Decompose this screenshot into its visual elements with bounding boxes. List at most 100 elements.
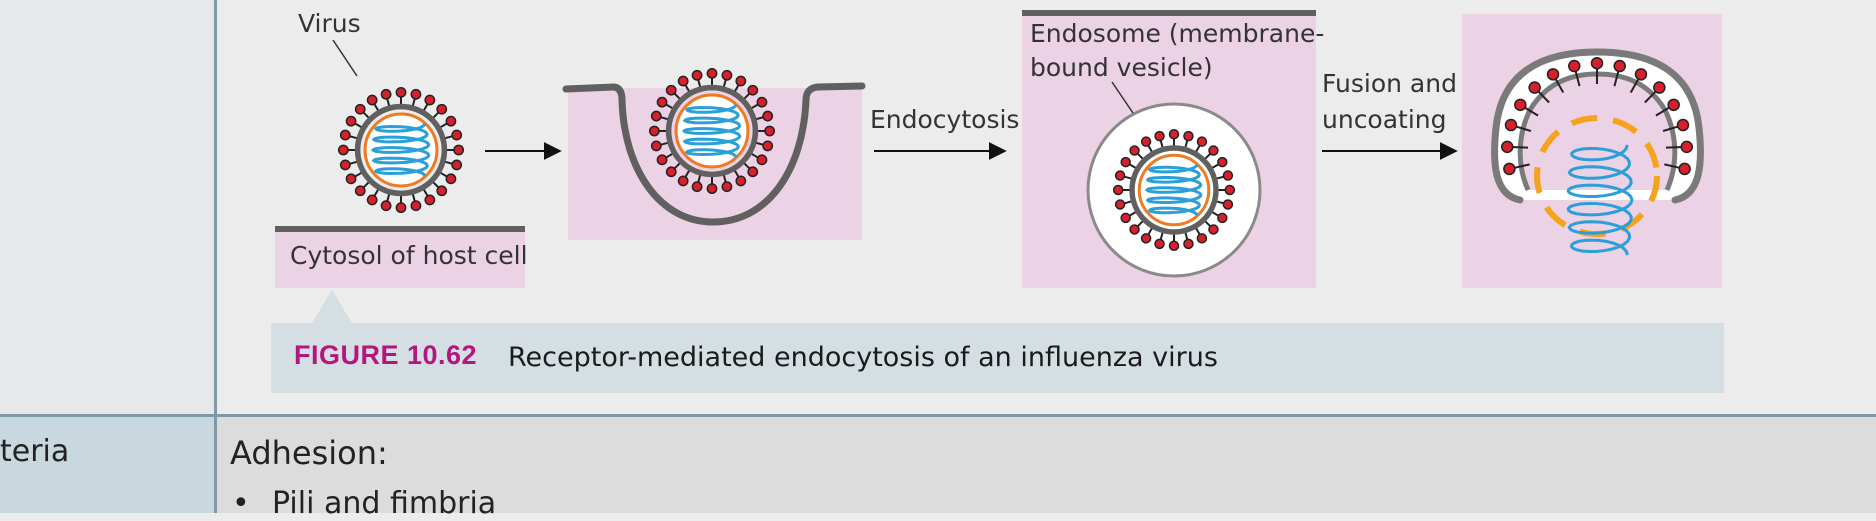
figure-caption: Receptor-mediated endocytosis of an infl…: [508, 342, 1218, 373]
spike-head: [1514, 98, 1527, 112]
spike-head: [1504, 118, 1518, 132]
table-row-right-cell: [217, 417, 1876, 513]
endocytosis-label: Endocytosis: [870, 105, 1020, 134]
spike-head: [345, 173, 357, 185]
endosome-virus: [1112, 128, 1236, 252]
viral-envelope: [354, 103, 448, 197]
spike-head: [1678, 162, 1691, 176]
spike-head: [1196, 233, 1208, 244]
spike-head: [1208, 145, 1219, 156]
fusion-label-line1: Fusion and: [1322, 69, 1457, 98]
rna-coil: [370, 123, 431, 177]
cytosol-panel: [275, 230, 525, 288]
spike-head: [395, 202, 407, 214]
table-row-left-cell: [0, 417, 214, 513]
spike-head: [762, 110, 774, 122]
spike-head: [735, 75, 747, 87]
spike-head: [345, 115, 357, 127]
spike-head: [706, 67, 718, 79]
released-rna: [1566, 144, 1634, 256]
spike-head: [366, 194, 378, 206]
spike-head: [1120, 156, 1131, 168]
endosome-label-line2: bound vesicle): [1030, 53, 1213, 82]
fusion-label-line2: uncoating: [1322, 105, 1447, 134]
figure-caption-box: [271, 323, 1724, 393]
spike-head: [1120, 212, 1131, 224]
endosome-leader-line: [1111, 81, 1134, 114]
spike-head: [1546, 68, 1560, 81]
spike-head: [1613, 59, 1626, 73]
spike-head: [735, 175, 747, 187]
spike-head: [1140, 136, 1152, 147]
spike-head: [1222, 170, 1234, 181]
table-left-column: [0, 0, 214, 415]
spike-head: [436, 185, 448, 197]
free-virus: [337, 86, 465, 214]
spike-head: [656, 154, 668, 166]
spike-head: [354, 185, 366, 197]
fused-membrane-inner: [1517, 71, 1678, 191]
spike-head: [337, 144, 349, 156]
spike-head: [1680, 140, 1693, 154]
spike-head: [1222, 199, 1234, 210]
spike-head: [380, 88, 392, 100]
spike-head: [665, 166, 677, 178]
spike-head: [1208, 224, 1219, 235]
spike-head: [1653, 81, 1666, 94]
spike-head: [1154, 238, 1165, 250]
spike-head: [656, 96, 668, 108]
list-item-text: Pili and fimbria: [272, 486, 497, 521]
spike-head: [1503, 162, 1516, 176]
spike-head: [1129, 145, 1140, 156]
spike-head: [366, 94, 378, 106]
spike-head: [762, 140, 774, 152]
spike-head: [677, 75, 689, 87]
spike-head: [650, 110, 662, 122]
spike-head: [756, 96, 768, 108]
invaginating-membrane: [562, 82, 866, 226]
spike-head: [764, 125, 776, 137]
spike-head: [1676, 118, 1690, 132]
figure-number: FIGURE 10.62: [294, 340, 478, 370]
viral-envelope: [1129, 145, 1219, 235]
spike-head: [665, 84, 677, 96]
spike-head: [380, 200, 392, 212]
spike-head: [1114, 199, 1126, 210]
spike-head: [1112, 184, 1124, 196]
spike-head: [756, 154, 768, 166]
virus-leader-line: [332, 39, 358, 77]
row-divider: [0, 414, 1876, 417]
spike-head: [410, 88, 422, 100]
spike-head: [1114, 170, 1126, 181]
spike-head: [424, 94, 436, 106]
viral-envelope: [665, 84, 759, 178]
endosome-label-line1: Endosome (membrane-: [1030, 19, 1325, 48]
spike-head: [1501, 140, 1514, 154]
spike-head: [1154, 130, 1165, 142]
spike-head: [1590, 56, 1604, 70]
bullet-icon: •: [232, 486, 250, 521]
spike-head: [1217, 156, 1228, 168]
spike-head: [648, 125, 660, 137]
spike-head: [1568, 59, 1581, 73]
spike-head: [339, 159, 351, 171]
spike-head: [1168, 128, 1180, 140]
cytosol-label: Cytosol of host cell: [290, 241, 528, 270]
spike-head: [453, 144, 465, 156]
list-item: • Pili and fimbria: [232, 486, 496, 521]
spike-head: [339, 129, 351, 141]
table-row-label: teria: [0, 434, 70, 469]
spike-head: [1224, 184, 1236, 196]
table-cell-heading: Adhesion:: [230, 434, 388, 472]
rna-coil: [681, 104, 742, 158]
spike-head: [424, 194, 436, 206]
spike-head: [721, 69, 733, 81]
spike-head: [1667, 98, 1680, 112]
binding-virus: [648, 67, 776, 195]
column-divider: [214, 0, 217, 513]
spike-head: [650, 140, 662, 152]
spike-head: [445, 115, 457, 127]
fusion-spikes: [1501, 56, 1693, 176]
spike-head: [410, 200, 422, 212]
